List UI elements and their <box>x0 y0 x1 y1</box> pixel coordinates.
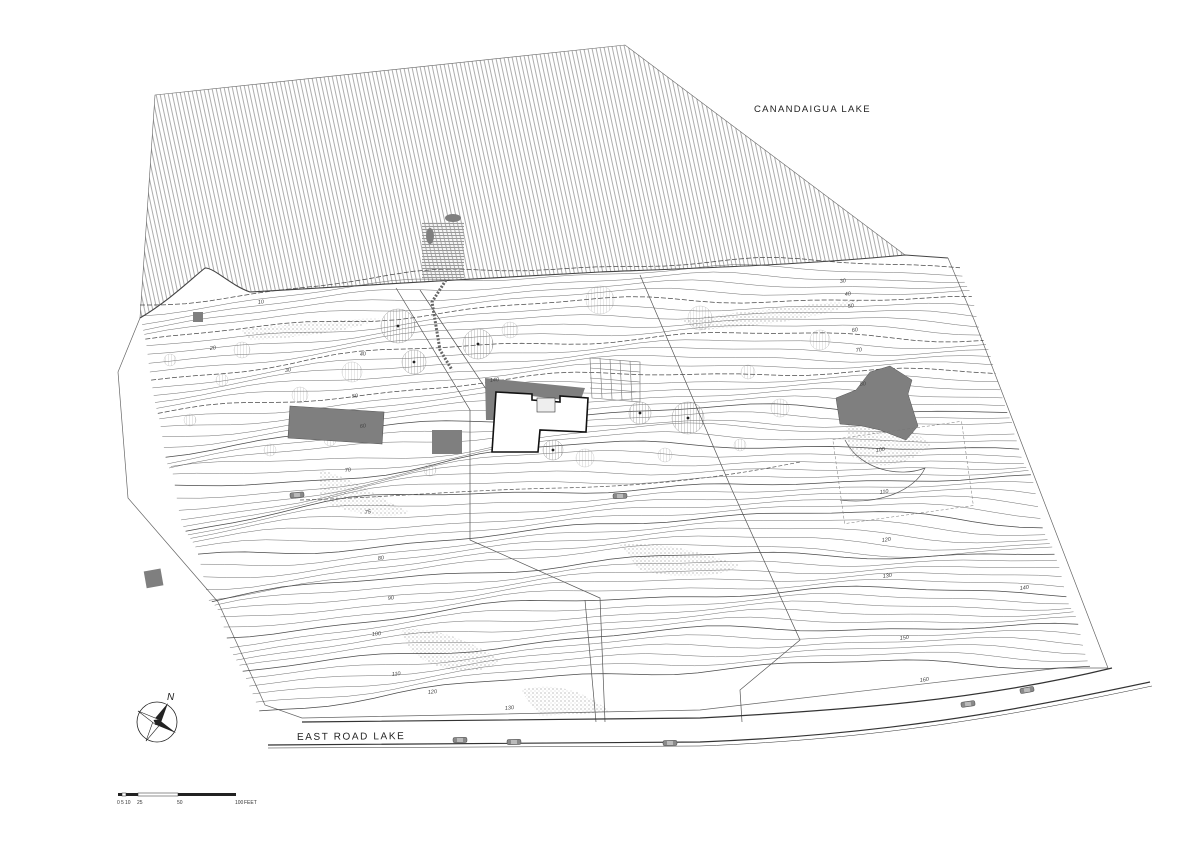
contour-label: 160 <box>919 677 930 684</box>
contour-label: 75 <box>365 509 373 516</box>
contour-labels: 10 20 30 40 50 60 70 75 80 90 100 110 120 130 140 30 40 5… <box>209 278 1031 712</box>
tree-icon <box>740 364 756 380</box>
contour-label: 120 <box>428 689 439 696</box>
buildings <box>143 312 974 589</box>
scale-tick-label: 0 <box>117 800 120 806</box>
car-icon <box>1019 686 1035 694</box>
tree-icon <box>657 447 673 463</box>
lake-label: CANANDAIGUA LAKE <box>754 104 871 115</box>
contour-label: 130 <box>882 573 893 580</box>
scale-tick-label: 100 <box>235 800 244 806</box>
tree-icon <box>809 329 831 351</box>
scale-tick-label: 25 <box>137 800 143 806</box>
car-icon <box>612 493 628 499</box>
shed-west <box>287 405 385 445</box>
tree-icon <box>501 321 519 339</box>
car-icon <box>289 491 305 499</box>
contour-label: 30 <box>285 367 293 374</box>
tree-icon <box>163 353 177 367</box>
contour-label: 60 <box>360 423 368 430</box>
contour-label: 110 <box>879 489 889 496</box>
neighbor-drive <box>839 439 926 502</box>
neighbor-lot <box>832 421 974 524</box>
tree-icon <box>733 438 747 452</box>
dock <box>422 214 464 371</box>
car-icon <box>662 740 678 746</box>
car-icon <box>506 739 522 745</box>
tree-icon <box>687 305 713 331</box>
contour-label: 60 <box>851 327 859 334</box>
contour-label: 150 <box>899 635 910 642</box>
tree-icon <box>291 386 309 404</box>
shed-south <box>143 568 164 589</box>
car-icon <box>452 737 468 743</box>
contour-label: 90 <box>388 595 396 602</box>
shoreline <box>139 254 949 319</box>
east-road <box>267 667 1153 749</box>
contour-label: 80 <box>859 381 867 388</box>
contour-label: 40 <box>844 291 852 298</box>
house-main <box>491 391 589 453</box>
scale-unit-label: FEET <box>244 800 257 806</box>
contour-label: 100 <box>875 447 886 454</box>
tree-icon <box>341 361 363 383</box>
contour-label: 40 <box>360 351 368 358</box>
north-arrow: N <box>136 692 178 743</box>
boat-icon <box>445 214 461 222</box>
trees <box>163 285 831 477</box>
contour-label: 120 <box>881 537 892 544</box>
contour-label: 70 <box>345 467 353 474</box>
tree-icon <box>575 448 595 468</box>
contour-label: 140 <box>490 377 501 384</box>
tree-icon <box>215 373 229 387</box>
house-shadow <box>485 378 585 420</box>
tree-icon <box>233 341 251 359</box>
tree-icon <box>770 398 790 418</box>
house-courtyard <box>536 397 556 413</box>
contour-label: 10 <box>258 299 266 306</box>
contour-label: 50 <box>352 393 360 400</box>
contour-label: 30 <box>839 278 847 285</box>
driveway <box>299 461 801 501</box>
scale-tick-label: 50 <box>177 800 183 806</box>
tree-icon <box>585 285 615 315</box>
north-label: N <box>167 692 175 703</box>
contour-label: 20 <box>209 345 218 352</box>
scale-tick-label: 5 <box>121 800 124 806</box>
scale-tick-label: 10 <box>125 800 131 806</box>
car-icon <box>960 700 976 708</box>
cars <box>289 491 1035 746</box>
contour-label: 50 <box>847 303 855 310</box>
contour-label: 80 <box>378 555 386 562</box>
shed-tiny <box>193 312 203 322</box>
contour-label: 130 <box>505 705 516 712</box>
lake-water <box>139 44 906 319</box>
deck-grid <box>589 357 641 403</box>
boat-icon <box>426 228 434 244</box>
stipple-areas <box>240 300 930 716</box>
neighbor-house <box>835 365 919 441</box>
tree-icon <box>423 463 437 477</box>
contour-label: 110 <box>392 671 402 678</box>
tree-icon <box>183 413 197 427</box>
road-label: EAST ROAD LAKE <box>297 731 405 743</box>
contour-label: 100 <box>372 631 383 638</box>
tree-icon <box>263 443 277 457</box>
site-boundary <box>117 257 1109 719</box>
contour-label: 140 <box>1019 585 1030 592</box>
contour-label: 70 <box>855 347 863 354</box>
garage-small <box>432 430 462 454</box>
